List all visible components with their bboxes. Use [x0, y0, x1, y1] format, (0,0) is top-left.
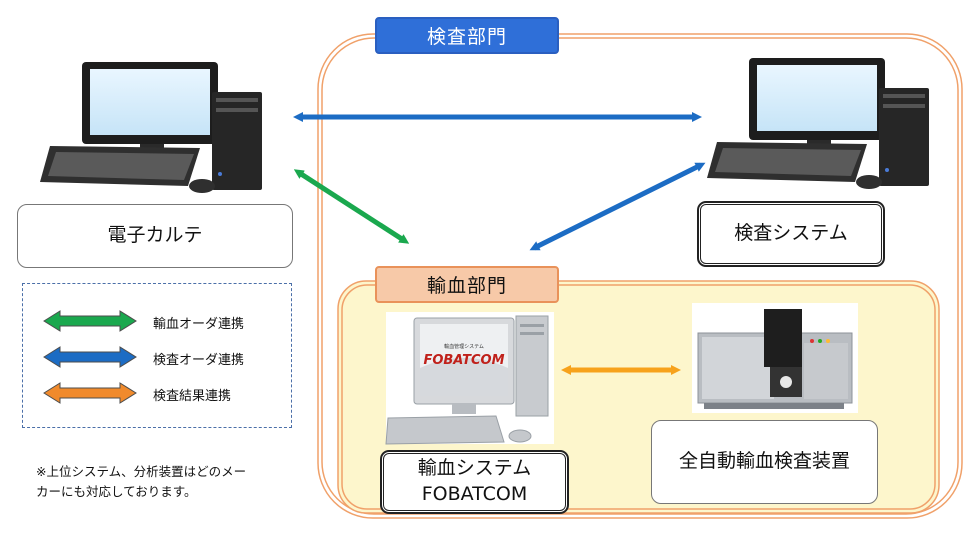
- fobatcom-system-box: 輸血システム FOBATCOM: [381, 451, 568, 513]
- legend-arrow-test-order: [43, 346, 137, 368]
- analyzer-box: 全自動輸血検査装置: [651, 420, 878, 504]
- emr-system-label: 電子カルテ: [107, 224, 203, 247]
- kensa-system-box: 検査システム: [698, 202, 884, 266]
- analyzer-machine-icon: [692, 303, 858, 413]
- emr-system-box: 電子カルテ: [17, 204, 293, 268]
- yuketsu-dept-label: 輸血部門: [375, 266, 559, 303]
- kensa-dept-label: 検査部門: [375, 17, 559, 54]
- legend-box: [22, 283, 292, 428]
- kensa-dept-region: [317, 33, 963, 519]
- legend-label-transfusion-order: 輸血オーダ連携: [153, 317, 245, 332]
- legend-label-test-order: 検査オーダ連携: [153, 353, 245, 368]
- arrow-emr-to-fobatcom: [293, 169, 410, 244]
- analyzer-label: 全自動輸血検査装置: [678, 450, 850, 473]
- fobatcom-system-label-line1: 輸血システム: [417, 457, 532, 480]
- screen-logo-brand: FOBATCOM: [423, 353, 504, 368]
- footnote: ※上位システム、分析装置はどのメー カーにも対応しております。: [36, 464, 247, 499]
- fobatcom-system-label-line2: FOBATCOM: [421, 483, 528, 505]
- desktop-computer-icon: [707, 58, 929, 189]
- arrow-kensa-system-to-fobatcom: [529, 162, 706, 251]
- desktop-computer-icon: 輸血管理システム FOBATCOM: [385, 312, 554, 445]
- legend-label-test-result: 検査結果連携: [153, 389, 232, 404]
- kensa-system-label: 検査システム: [734, 222, 848, 245]
- legend-arrow-test-result: [43, 382, 137, 404]
- legend-arrow-transfusion-order: [43, 310, 137, 332]
- desktop-computer-icon: [40, 62, 262, 193]
- yuketsu-dept-region-inner: [341, 284, 936, 510]
- screen-logo-tagline: 輸血管理システム: [444, 343, 484, 350]
- kensa-dept-region-inner: [321, 37, 959, 515]
